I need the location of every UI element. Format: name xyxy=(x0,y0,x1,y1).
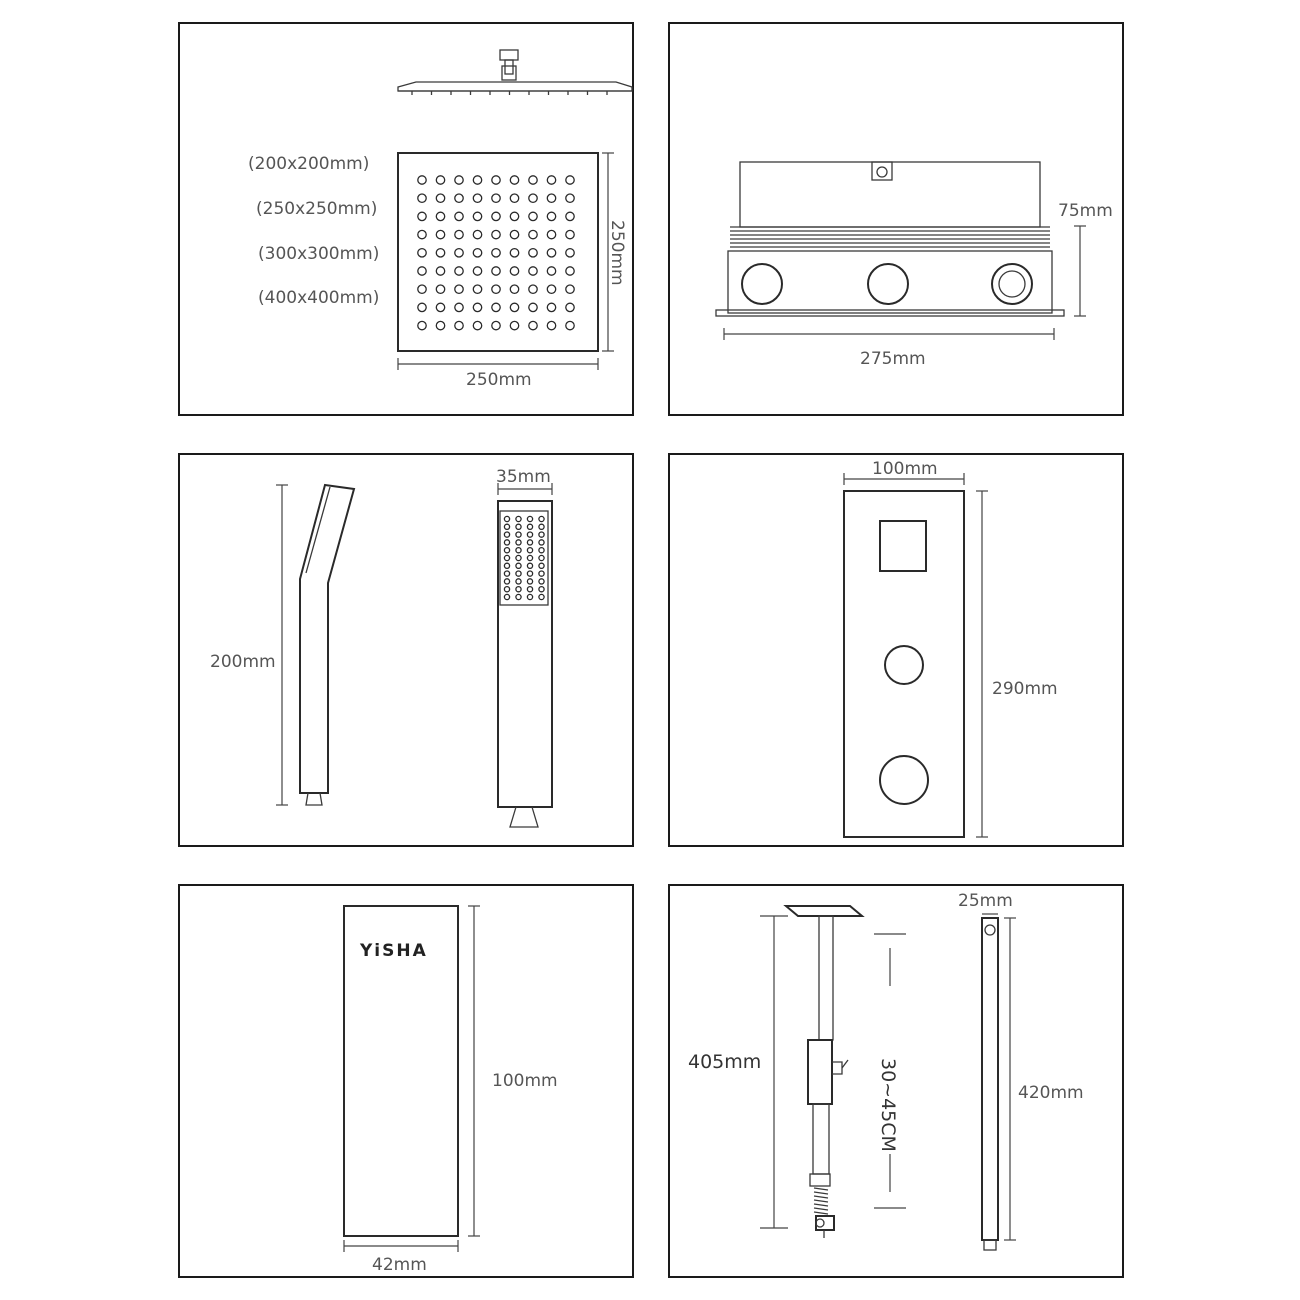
panel-shower-arm: 405mm 30~45CM 25mm 420mm xyxy=(668,884,1124,1278)
panel-brand: YiSHA 100mm 42mm xyxy=(178,884,634,1278)
arm-upper-tube xyxy=(818,915,834,1041)
plate-width-label: 250mm xyxy=(466,370,532,390)
panel-rain-shower: (200x200mm) (250x250mm) (300x300mm) (400… xyxy=(178,22,634,416)
plate-height-label: 250mm xyxy=(607,220,627,286)
brand-panel-drawing: YiSHA 100mm 42mm xyxy=(343,905,558,1275)
size-option-300: (300x300mm) xyxy=(258,244,379,264)
arm-length-label: 405mm xyxy=(688,1051,761,1073)
valve-hole-1 xyxy=(741,263,783,305)
hand-shower-front xyxy=(497,500,553,808)
size-option-200: (200x200mm) xyxy=(248,154,369,174)
valve-hole-2 xyxy=(867,263,909,305)
panel-height-label: 290mm xyxy=(992,679,1058,699)
adjustable-range-label: 30~45CM xyxy=(877,1058,899,1152)
size-option-250: (250x250mm) xyxy=(256,199,377,219)
panel-hand-shower: 200mm 35mm xyxy=(178,453,634,847)
nozzle-grid xyxy=(417,175,575,331)
control-plate xyxy=(843,490,965,838)
brand-plate xyxy=(343,905,459,1237)
slide-rail xyxy=(981,917,999,1241)
display-window xyxy=(879,520,927,572)
valve-box-drawing: 75mm 275mm xyxy=(715,161,1113,369)
shower-arm-drawing: 405mm 30~45CM 25mm 420mm xyxy=(688,891,1084,1251)
rail-width-label: 25mm xyxy=(958,891,1013,911)
control-panel-drawing: 100mm 290mm xyxy=(843,459,1058,838)
shower-head-side-view xyxy=(397,49,633,95)
panel-width-label: 100mm xyxy=(872,459,938,479)
arm-mixer-body xyxy=(807,1039,833,1105)
panel-valve-box: 75mm 275mm xyxy=(668,22,1124,416)
hand-shower-length-label: 200mm xyxy=(210,652,276,672)
rail-length-label: 420mm xyxy=(1018,1083,1084,1103)
hand-nozzle-grid xyxy=(503,515,545,601)
valve-hole-3 xyxy=(991,263,1033,305)
box-height-label: 75mm xyxy=(1058,201,1113,221)
brand-height-label: 100mm xyxy=(492,1071,558,1091)
arm-lower-tube xyxy=(812,1103,830,1175)
size-option-400: (400x400mm) xyxy=(258,288,379,308)
control-knob-1 xyxy=(884,645,924,685)
box-width-label: 275mm xyxy=(860,349,926,369)
rain-shower-drawing: (200x200mm) (250x250mm) (300x300mm) (400… xyxy=(248,49,633,390)
brand-width-label: 42mm xyxy=(372,1255,427,1275)
arm-elbow-valve xyxy=(815,1215,835,1231)
ceiling-flange xyxy=(783,905,865,917)
hand-shower-width-label: 35mm xyxy=(496,467,551,487)
shower-head-plate xyxy=(397,152,599,352)
panel-control: 100mm 290mm xyxy=(668,453,1124,847)
control-knob-2 xyxy=(879,755,929,805)
hand-shower-side-profile xyxy=(299,483,356,794)
hand-shower-drawing: 200mm 35mm xyxy=(210,467,553,828)
brand-logo: YiSHA xyxy=(359,941,428,961)
